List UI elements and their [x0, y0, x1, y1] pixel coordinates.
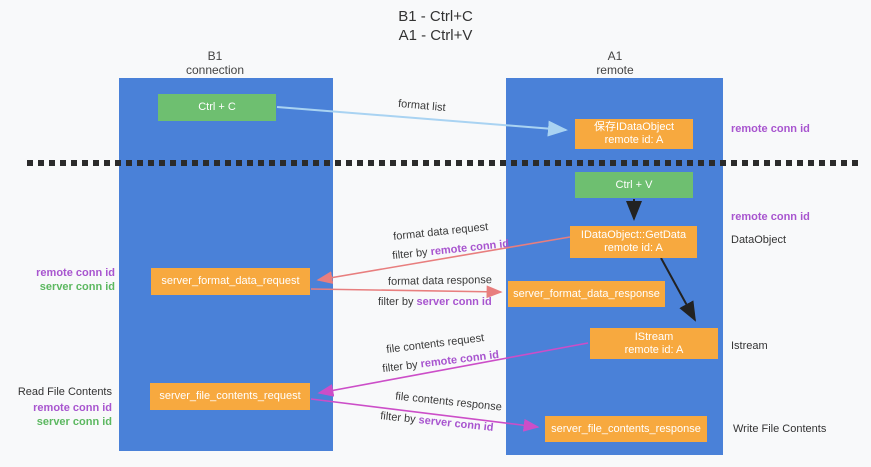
label-format-list: format list: [397, 97, 447, 115]
diagram-title: B1 - Ctrl+C A1 - Ctrl+V: [0, 7, 871, 45]
node-server-format-data-response-label: server_format_data_response: [513, 287, 660, 300]
node-ctrl-c: Ctrl + C: [158, 94, 276, 121]
node-istream-line1: IStream: [634, 330, 674, 343]
node-ctrl-c-label: Ctrl + C: [198, 101, 236, 113]
label-remote-conn-id-left-2: remote conn id: [33, 402, 112, 414]
label-server-conn-id-highlight-1: server conn id: [416, 296, 492, 308]
title-line-1: B1 - Ctrl+C: [398, 8, 473, 25]
label-remote-conn-id-right-2: remote conn id: [731, 211, 810, 223]
label-read-file-contents: Read File Contents: [17, 386, 112, 398]
label-filter-by-server-conn-1: filter by server conn id: [378, 296, 492, 308]
lane-a1-name: A1: [607, 49, 623, 63]
node-save-idataobject: 保存IDataObject remote id: A: [575, 119, 693, 149]
session-separator-dashed-line: [27, 160, 860, 166]
node-istream-line2: remote id: A: [624, 343, 684, 356]
label-server-conn-id-highlight-2: server conn id: [417, 414, 495, 434]
label-remote-conn-id-right-1: remote conn id: [731, 123, 810, 135]
label-file-contents-response: file contents response: [394, 390, 503, 414]
label-filter-prefix-3: filter by: [381, 358, 422, 376]
node-getdata-line1: IDataObject::GetData: [580, 229, 687, 241]
node-ctrl-v: Ctrl + V: [575, 172, 693, 198]
node-server-format-data-request-label: server_format_data_request: [161, 275, 300, 287]
node-idataobject-getdata: IDataObject::GetData remote id: A: [570, 226, 697, 258]
label-filter-prefix-2: filter by: [378, 296, 417, 308]
label-istream: Istream: [731, 340, 768, 352]
label-dataobject: DataObject: [731, 234, 787, 246]
node-server-file-contents-response: server_file_contents_response: [545, 416, 707, 442]
format-data-response-arrow: [310, 285, 503, 299]
label-remote-conn-id-highlight-1: remote conn id: [429, 237, 510, 259]
label-server-conn-id-left-1: server conn id: [39, 281, 115, 293]
label-filter-prefix-1: filter by: [391, 246, 432, 263]
node-save-idataobject-line1: 保存IDataObject: [593, 121, 675, 133]
node-server-format-data-response: server_format_data_response: [508, 281, 665, 307]
label-remote-conn-id-highlight-2: remote conn id: [419, 348, 500, 371]
label-filter-by-server-conn-2: filter by server conn id: [380, 410, 494, 434]
label-remote-conn-id-left-1: remote conn id: [36, 267, 115, 279]
title-line-2: A1 - Ctrl+V: [398, 27, 473, 44]
lane-b1-name: B1: [207, 49, 223, 63]
label-write-file-contents: Write File Contents: [733, 423, 827, 435]
node-save-idataobject-line2: remote id: A: [604, 134, 664, 146]
node-ctrl-v-label: Ctrl + V: [615, 178, 653, 191]
lane-header-a1: A1 remote: [545, 49, 685, 77]
label-format-data-request: format data request: [392, 221, 489, 243]
node-server-format-data-request: server_format_data_request: [151, 268, 310, 295]
node-istream: IStream remote id: A: [590, 328, 718, 359]
label-filter-prefix-4: filter by: [379, 410, 420, 427]
lane-a1-role: remote: [596, 63, 634, 77]
left-conn-id-block-2: Read File Contents remote conn id server…: [7, 385, 112, 429]
label-format-data-response: format data response: [387, 274, 493, 288]
node-getdata-line2: remote id: A: [604, 242, 663, 254]
node-server-file-contents-request: server_file_contents_request: [150, 383, 310, 410]
node-server-file-contents-request-label: server_file_contents_request: [159, 390, 301, 402]
left-conn-id-block-1: remote conn id server conn id: [10, 266, 115, 294]
label-server-conn-id-left-2: server conn id: [36, 416, 112, 428]
node-server-file-contents-response-label: server_file_contents_response: [551, 422, 701, 435]
lane-header-b1: B1 connection: [145, 49, 285, 77]
lane-b1-role: connection: [185, 63, 245, 77]
label-filter-by-remote-conn-1: filter by remote conn id: [392, 238, 510, 262]
